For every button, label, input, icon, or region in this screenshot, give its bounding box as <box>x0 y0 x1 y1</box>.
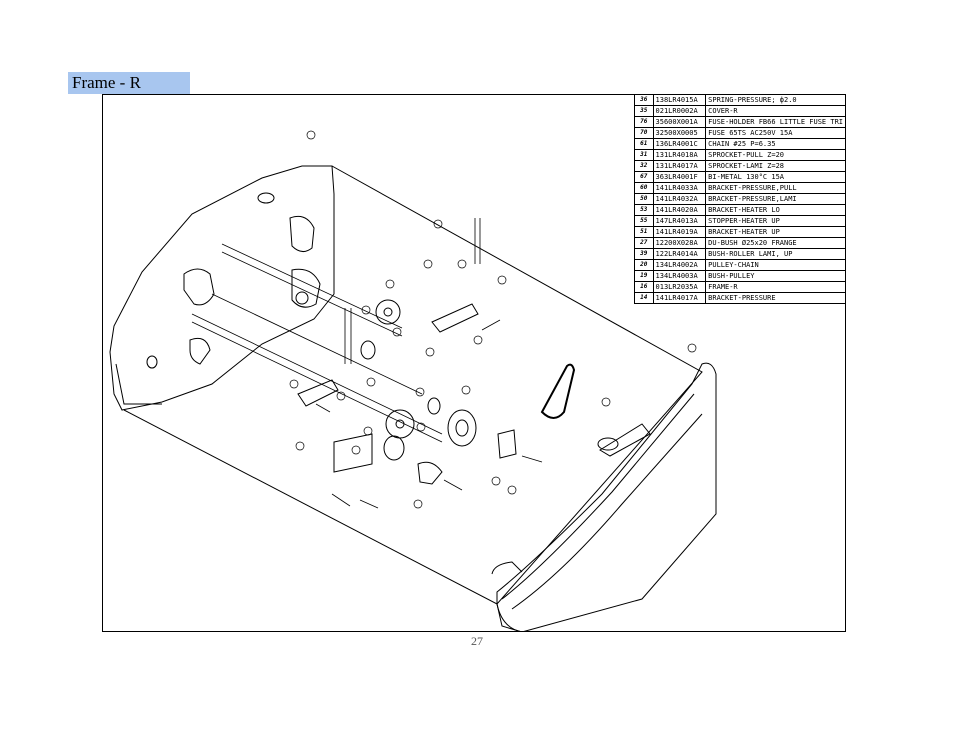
part-code-cell: 134LR4003A <box>652 270 707 282</box>
part-number-cell: 39 <box>634 248 654 260</box>
part-description-cell: BRACKET-HEATER UP <box>705 226 846 238</box>
part-code-cell: 141LR4033A <box>652 182 707 194</box>
frame-plate <box>109 165 335 411</box>
exploded-view-drawing <box>109 130 717 632</box>
part-description-cell: STOPPER-HEATER UP <box>705 215 846 227</box>
part-code-cell: 12200X028A <box>652 237 707 249</box>
part-description-cell: FUSE-HOLDER FB66 LITTLE FUSE TRI <box>705 116 846 128</box>
part-number-cell: 36 <box>634 94 654 106</box>
part-description-cell: BRACKET-PRESSURE,PULL <box>705 182 846 194</box>
part-code-cell: 131LR4018A <box>652 149 707 161</box>
part-number-cell: 14 <box>634 292 654 304</box>
part-description-cell: BUSH-PULLEY <box>705 270 846 282</box>
part-description-cell: BRACKET-PRESSURE <box>705 292 846 304</box>
part-number-cell: 35 <box>634 105 654 117</box>
screws <box>315 319 543 509</box>
part-number-cell: 67 <box>634 171 654 183</box>
part-code-cell: 141LR4020A <box>652 204 707 216</box>
part-number-cell: 61 <box>634 138 654 150</box>
pulley <box>447 409 477 447</box>
shafts <box>191 243 443 443</box>
callout-balloons <box>289 130 697 509</box>
part-number-cell: 60 <box>634 182 654 194</box>
part-code-cell: 32500X0005 <box>652 127 707 139</box>
part-description-cell: FRAME-R <box>705 281 846 293</box>
part-number-cell: 76 <box>634 116 654 128</box>
part-description-cell: FUSE 65TS AC250V 15A <box>705 127 846 139</box>
part-description-cell: CHAIN #25 P=6.35 <box>705 138 846 150</box>
part-number-cell: 31 <box>634 149 654 161</box>
chain <box>540 363 576 419</box>
part-number-cell: 32 <box>634 160 654 172</box>
springs <box>344 218 481 364</box>
brackets <box>297 303 517 485</box>
part-number-cell: 55 <box>634 215 654 227</box>
part-number-cell: 51 <box>634 226 654 238</box>
part-code-cell: 021LR0002A <box>652 105 707 117</box>
part-number-cell: 50 <box>634 193 654 205</box>
part-number-cell: 20 <box>634 259 654 271</box>
part-code-cell: 122LR4014A <box>652 248 707 260</box>
part-code-cell: 141LR4019A <box>652 226 707 238</box>
body-outline <box>123 165 703 632</box>
part-number-cell: 16 <box>634 281 654 293</box>
part-code-cell: 141LR4032A <box>652 193 707 205</box>
page-number: 27 <box>471 634 483 648</box>
part-description-cell: BUSH-ROLLER LAMI, UP <box>705 248 846 260</box>
part-code-cell: 363LR4001F <box>652 171 707 183</box>
part-description-cell: BRACKET-PRESSURE,LAMI <box>705 193 846 205</box>
part-number-cell: 19 <box>634 270 654 282</box>
section-title: Frame - R <box>68 72 190 94</box>
part-number-cell: 53 <box>634 204 654 216</box>
part-code-cell: 013LR2035A <box>652 281 707 293</box>
bush <box>360 340 441 461</box>
sprocket-lami <box>375 299 401 325</box>
part-code-cell: 136LR4001C <box>652 138 707 150</box>
part-description-cell: PULLEY-CHAIN <box>705 259 846 271</box>
part-description-cell: BRACKET-HEATER LO <box>705 204 846 216</box>
part-description-cell: DU-BUSH Ø25x20 FRANGE <box>705 237 846 249</box>
part-description-cell: COVER-R <box>705 105 846 117</box>
part-code-cell: 141LR4017A <box>652 292 707 304</box>
part-code-cell: 35600X001A <box>652 116 707 128</box>
part-description-cell: SPROCKET-LAMI Z=28 <box>705 160 846 172</box>
part-description-cell: BI-METAL 130°C 15A <box>705 171 846 183</box>
part-number-cell: 70 <box>634 127 654 139</box>
part-code-cell: 147LR4013A <box>652 215 707 227</box>
part-number-cell: 27 <box>634 237 654 249</box>
part-description-cell: SPROCKET-PULL Z=20 <box>705 149 846 161</box>
cover-r <box>491 362 717 632</box>
part-code-cell: 134LR4002A <box>652 259 707 271</box>
part-description-cell: SPRING-PRESSURE; ф2.0 <box>705 94 846 106</box>
part-code-cell: 138LR4015A <box>652 94 707 106</box>
part-code-cell: 131LR4017A <box>652 160 707 172</box>
